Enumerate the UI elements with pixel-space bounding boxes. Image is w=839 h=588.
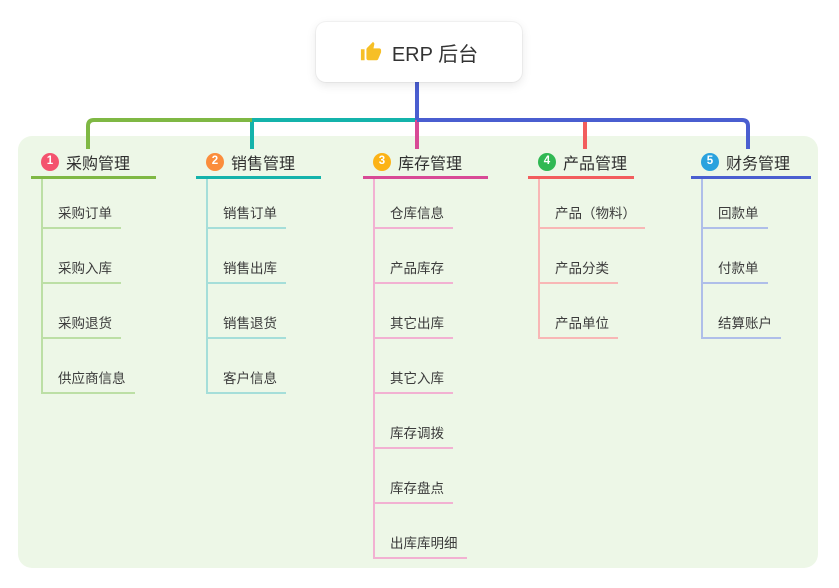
child-node[interactable]: 仓库信息: [373, 204, 453, 229]
branch-number-badge: 1: [41, 153, 59, 171]
branch-children-connector: [701, 179, 703, 339]
child-node[interactable]: 采购订单: [41, 204, 121, 229]
child-node[interactable]: 库存调拨: [373, 424, 453, 449]
branch-number-badge: 3: [373, 153, 391, 171]
child-node[interactable]: 客户信息: [206, 369, 286, 394]
branch-title-label: 财务管理: [726, 156, 791, 173]
branch-title[interactable]: 4 产品管理: [528, 148, 634, 179]
branch-title-label: 产品管理: [563, 156, 628, 173]
child-node[interactable]: 采购入库: [41, 259, 121, 284]
branch-title-label: 库存管理: [398, 156, 463, 173]
child-node[interactable]: 其它出库: [373, 314, 453, 339]
child-node[interactable]: 供应商信息: [41, 369, 135, 394]
branch-number-badge: 4: [538, 153, 556, 171]
child-node[interactable]: 产品单位: [538, 314, 618, 339]
branch-title[interactable]: 3 库存管理: [363, 148, 488, 179]
child-node[interactable]: 出库库明细: [373, 534, 467, 559]
connector-branch-2: [250, 118, 417, 149]
child-node[interactable]: 产品分类: [538, 259, 618, 284]
child-node[interactable]: 回款单: [701, 204, 768, 229]
child-node[interactable]: 库存盘点: [373, 479, 453, 504]
thumbs-up-icon: [360, 41, 381, 61]
branch-children-connector: [41, 179, 43, 394]
child-node[interactable]: 产品库存: [373, 259, 453, 284]
root-node[interactable]: ERP 后台: [316, 22, 522, 82]
child-node[interactable]: 销售退货: [206, 314, 286, 339]
child-node[interactable]: 采购退货: [41, 314, 121, 339]
branch-title[interactable]: 2 销售管理: [196, 148, 321, 179]
mindmap-background-panel: [18, 136, 818, 568]
connector-branch-1: [86, 118, 252, 149]
branch-children-connector: [206, 179, 208, 394]
branch-title-label: 采购管理: [66, 156, 131, 173]
branch-children-connector: [373, 179, 375, 559]
branch-title[interactable]: 1 采购管理: [31, 148, 156, 179]
branch-number-badge: 5: [701, 153, 719, 171]
child-node[interactable]: 结算账户: [701, 314, 781, 339]
branch-title[interactable]: 5 财务管理: [691, 148, 811, 179]
branch-children-connector: [538, 179, 540, 339]
branch-title-label: 销售管理: [231, 156, 296, 173]
branch-number-badge: 2: [206, 153, 224, 171]
child-node[interactable]: 产品（物料）: [538, 204, 645, 229]
child-node[interactable]: 销售订单: [206, 204, 286, 229]
connector-branch-5: [415, 82, 750, 149]
root-node-label: ERP 后台: [391, 43, 479, 66]
child-node[interactable]: 销售出库: [206, 259, 286, 284]
child-node[interactable]: 付款单: [701, 259, 768, 284]
child-node[interactable]: 其它入库: [373, 369, 453, 394]
